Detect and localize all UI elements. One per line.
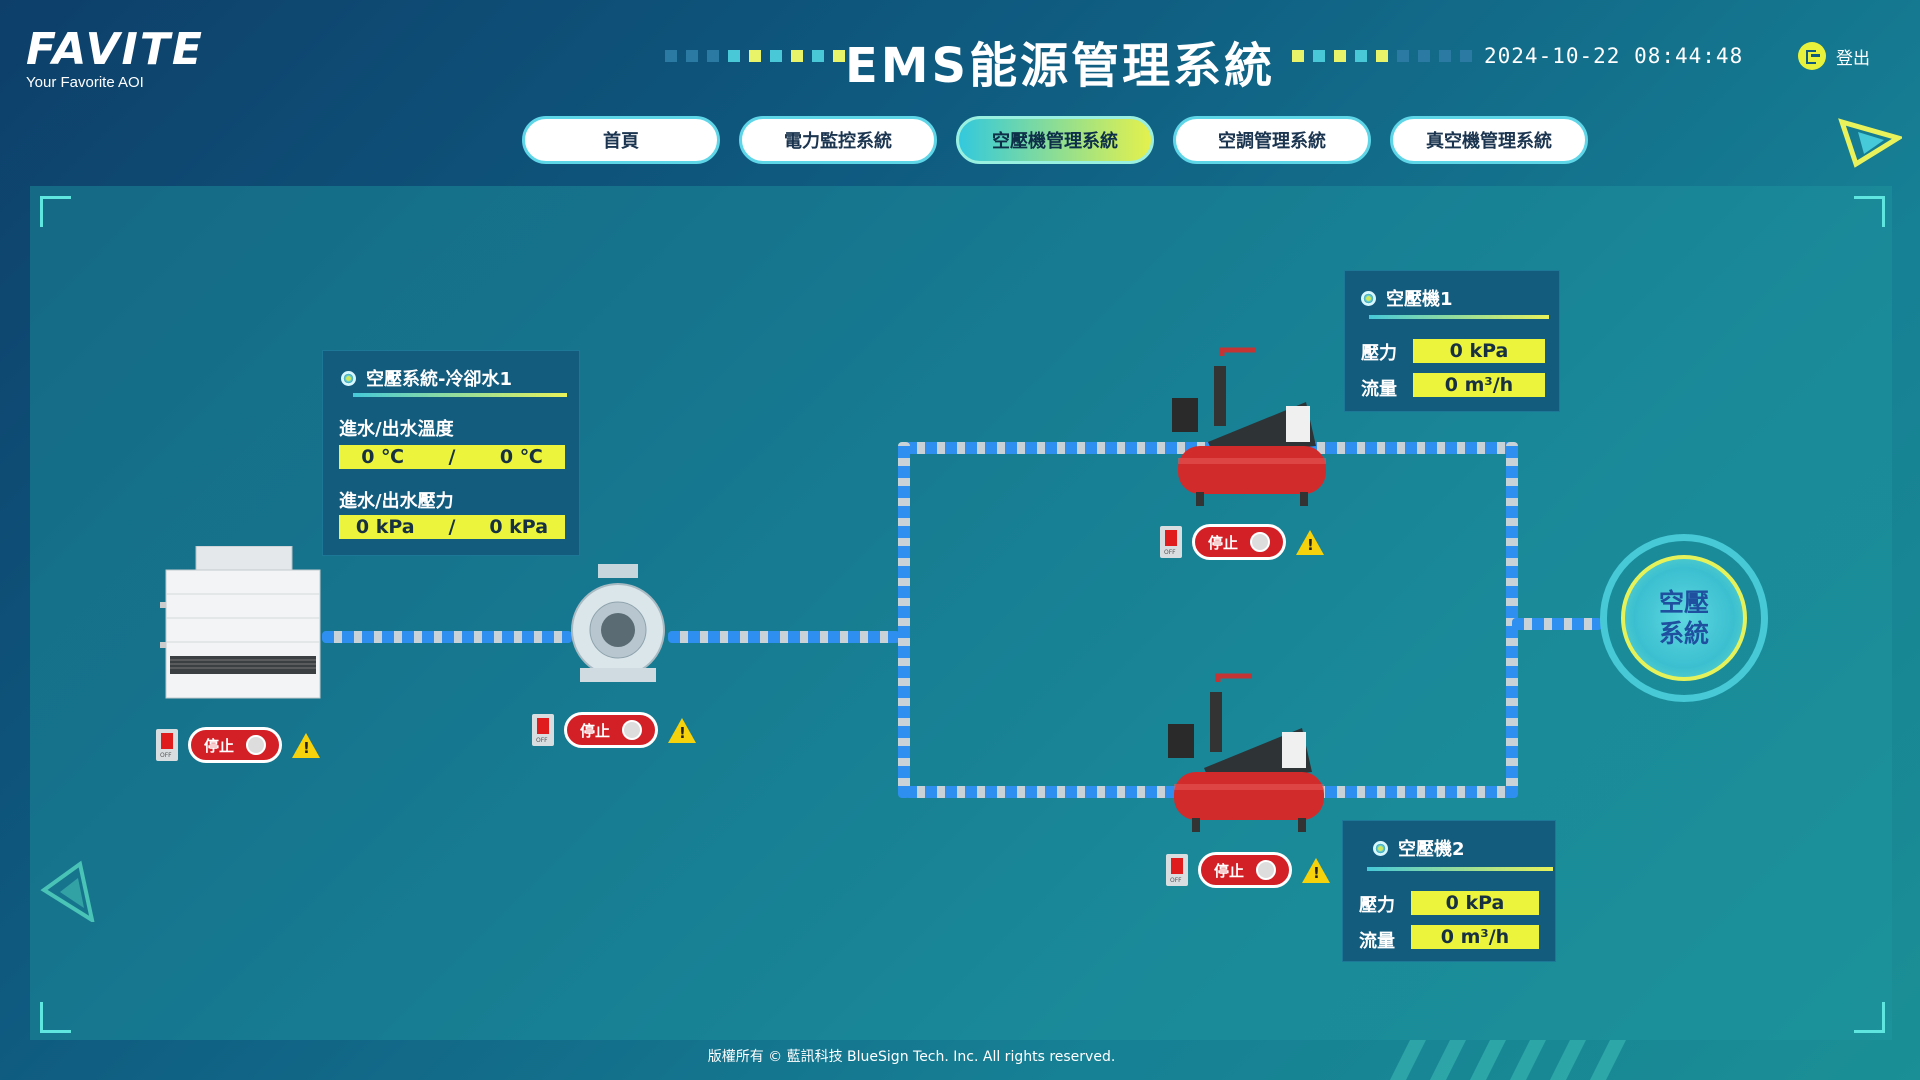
power-switch-icon[interactable]: [1160, 526, 1182, 558]
temp-in-value: 0 ℃: [361, 446, 405, 468]
warning-icon: !: [1296, 529, 1324, 555]
main-panel: [30, 186, 1892, 1040]
company-logo: FAVITE Your Favorite AOI: [26, 24, 204, 96]
tab-home[interactable]: 首頁: [522, 116, 720, 164]
air-system-line2: 系統: [1658, 619, 1709, 648]
compressor-2-pressure-label: 壓力: [1359, 895, 1395, 916]
status-led-icon: [1361, 290, 1376, 306]
temp-out-value: 0 ℃: [499, 446, 543, 468]
compressor-1-pressure-value: 0 kPa: [1413, 339, 1545, 363]
stop-label: 停止: [203, 736, 234, 755]
compressor-1-card: 空壓機1 壓力 0 kPa 流量 0 m³/h: [1344, 270, 1560, 412]
pipe-pump-to-loop: [668, 631, 900, 643]
compressor-1-flow-value: 0 m³/h: [1413, 373, 1545, 397]
pipe-tower-to-pump: [322, 631, 572, 643]
power-switch-icon[interactable]: [156, 729, 178, 761]
pipe-loop-to-air: [1512, 618, 1602, 630]
logo-mark: FAVITE: [26, 24, 204, 75]
temp-label: 進水/出水溫度: [339, 419, 454, 440]
stop-label: 停止: [579, 721, 610, 740]
knob-icon: [246, 735, 266, 755]
pressure-out-value: 0 kPa: [489, 516, 549, 538]
cooling-card-title: 空壓系統-冷卻水1: [366, 369, 512, 390]
air-compressor-2-icon: [1168, 673, 1324, 832]
compressor-2-pressure-value: 0 kPa: [1411, 891, 1539, 915]
power-switch-icon[interactable]: [1166, 854, 1188, 886]
compressor-1-pressure-label: 壓力: [1361, 343, 1397, 364]
logout-button[interactable]: 登出: [1798, 42, 1870, 70]
footer-copyright: 版權所有 © 藍訊科技 BlueSign Tech. Inc. All righ…: [707, 1049, 1116, 1065]
compressor-1-flow-label: 流量: [1361, 379, 1397, 400]
pipe-loop-left: [898, 442, 910, 798]
page-title: EMS能源管理系統: [845, 38, 1276, 94]
panel-corner-tl: [40, 196, 71, 227]
panel-corner-tr: [1854, 196, 1885, 227]
cooling-tower-stop-button[interactable]: 停止: [188, 727, 282, 763]
panel-corner-br: [1854, 1002, 1885, 1033]
power-switch-icon[interactable]: [532, 714, 554, 746]
compressor-1-title: 空壓機1: [1386, 289, 1453, 310]
water-pump-icon: [571, 564, 665, 682]
compressor-2-stop-button[interactable]: 停止: [1198, 852, 1292, 888]
title-deco-right: [1292, 50, 1472, 62]
stop-label: 停止: [1213, 861, 1244, 880]
knob-icon: [1256, 860, 1276, 880]
compressor-2-card: 空壓機2 壓力 0 kPa 流量 0 m³/h: [1342, 820, 1556, 962]
compressor-2-flow-value: 0 m³/h: [1411, 925, 1539, 949]
panel-corner-bl: [40, 1002, 71, 1033]
air-system-line1: 空壓: [1658, 588, 1709, 617]
compressor-2-flow-label: 流量: [1359, 931, 1395, 952]
tab-vacuum-pump[interactable]: 真空機管理系統: [1390, 116, 1588, 164]
tab-power-monitoring[interactable]: 電力監控系統: [739, 116, 937, 164]
title-deco-left: [665, 50, 845, 62]
pressure-in-value: 0 kPa: [355, 516, 415, 538]
tab-air-compressor[interactable]: 空壓機管理系統: [956, 116, 1154, 164]
main-nav: 首頁 電力監控系統 空壓機管理系統 空調管理系統 真空機管理系統: [522, 116, 1588, 164]
warning-icon: !: [292, 732, 320, 758]
cooling-tower-controls: 停止 !: [156, 727, 320, 763]
tab-air-conditioning[interactable]: 空調管理系統: [1173, 116, 1371, 164]
logout-icon: [1798, 42, 1826, 70]
logo-tagline: Your Favorite AOI: [26, 74, 144, 91]
compressor-2-controls: 停止 !: [1166, 852, 1330, 888]
triangle-deco-icon: [1838, 118, 1902, 168]
air-system-node[interactable]: 空壓 系統: [1600, 534, 1768, 702]
knob-icon: [622, 720, 642, 740]
compressor-1-stop-button[interactable]: 停止: [1192, 524, 1286, 560]
pump-stop-button[interactable]: 停止: [564, 712, 658, 748]
pressure-values: 0 kPa / 0 kPa: [339, 515, 565, 539]
status-led-icon: [341, 370, 356, 386]
compressor-1-controls: 停止 !: [1160, 524, 1324, 560]
cooling-tower-icon: [160, 546, 321, 699]
logout-label: 登出: [1836, 48, 1870, 69]
air-compressor-1-icon: [1172, 347, 1326, 506]
warning-icon: !: [668, 717, 696, 743]
stripe-deco: [1390, 1040, 1626, 1080]
triangle-deco-icon: [40, 860, 95, 922]
status-led-icon: [1373, 840, 1388, 856]
cooling-water-card: 空壓系統-冷卻水1 進水/出水溫度 0 ℃ / 0 ℃ 進水/出水壓力 0 kP…: [322, 350, 580, 556]
warning-icon: !: [1302, 857, 1330, 883]
stop-label: 停止: [1207, 533, 1238, 552]
knob-icon: [1250, 532, 1270, 552]
compressor-2-title: 空壓機2: [1398, 839, 1465, 860]
pressure-label: 進水/出水壓力: [339, 491, 454, 512]
temp-values: 0 ℃ / 0 ℃: [339, 445, 565, 469]
datetime-display: 2024-10-22 08:44:48: [1484, 44, 1744, 68]
pump-controls: 停止 !: [532, 712, 696, 748]
